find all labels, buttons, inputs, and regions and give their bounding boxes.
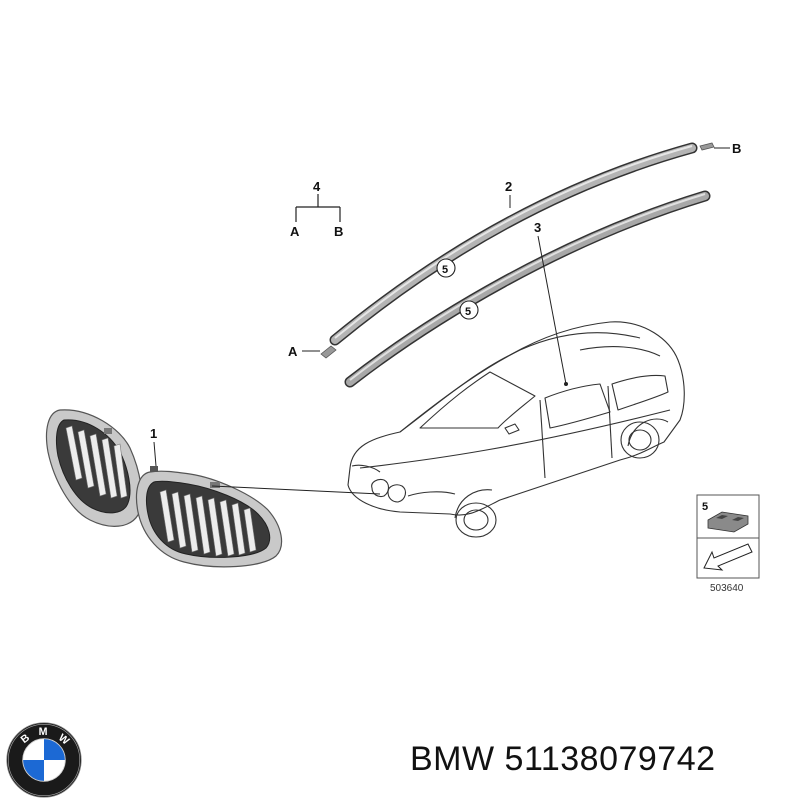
clip-inset-box: 5 [696,494,760,579]
clip-end-b [699,142,715,151]
logo-quadrants [22,738,66,782]
leader-3 [537,235,567,385]
circled-callout-5-upper: 5 [436,258,456,278]
leader-3-dot [564,382,568,386]
label-a-bracket: A [290,224,300,239]
part-number: 51138079742 [504,740,716,778]
callout-1: 1 [150,426,157,441]
circled-callout-5-lower: 5 [459,300,479,320]
bmw-logo: B M W [6,722,82,798]
brand-name: BMW [410,740,495,778]
trim-strip-3 [344,190,711,388]
car-outline [347,321,685,538]
svg-text:5: 5 [442,264,448,276]
callout-3: 3 [534,220,541,235]
svg-text:5: 5 [465,306,471,318]
trim-strip-2 [329,142,698,346]
callout-4-bracket [295,194,341,222]
kidney-grille [45,409,283,568]
label-b-right: B [732,141,741,156]
callout-4: 4 [313,179,321,194]
label-b-bracket: B [334,224,343,239]
logo-letter-m: M [39,726,48,738]
callout-2: 2 [505,179,512,194]
inset-callout-5: 5 [702,501,708,513]
label-a-left: A [288,344,298,359]
leader-grille-to-car [211,485,381,495]
leader-1 [153,441,157,467]
clip-end-a [320,345,337,359]
brand-part-number: BMW 51138079742 [410,740,716,779]
inset-reference-number: 503640 [710,583,744,594]
